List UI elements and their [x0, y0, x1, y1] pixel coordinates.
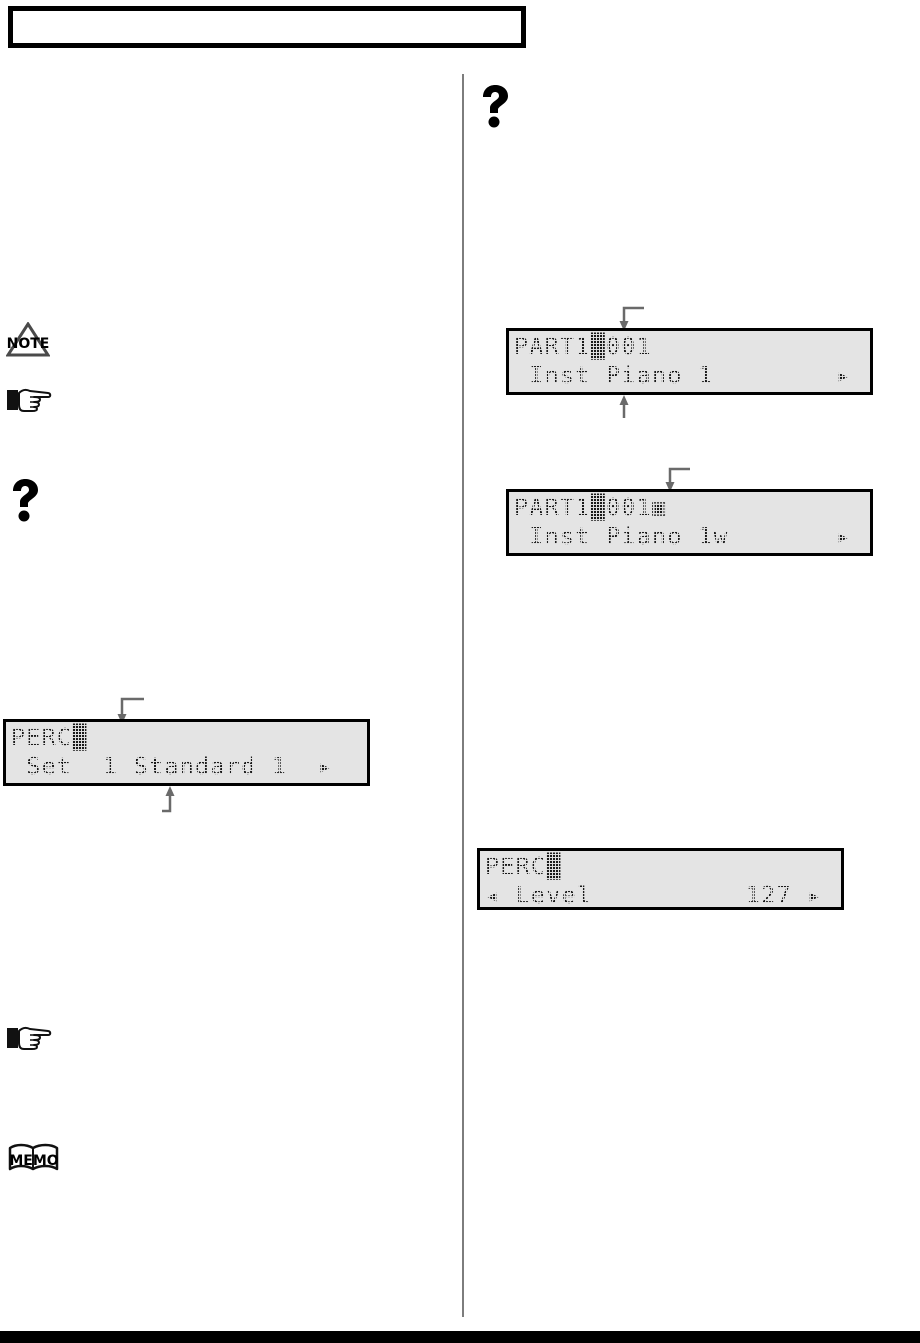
lcd-line-1: PART1█001▣ [514, 495, 668, 521]
pointing-hand-icon [6, 1023, 52, 1053]
lcd-display-part1-inst-w: PART1█001▣ Inst Piano 1w ▸ [506, 489, 873, 556]
footer-bar [0, 1331, 920, 1343]
note-triangle-icon: NOTE [6, 322, 50, 358]
svg-text:MEMO: MEMO [9, 1153, 58, 1169]
lcd-display-perc-level: PERC█ ◂ Level 127 ▸ [477, 848, 844, 910]
column-divider [462, 74, 464, 1317]
callout-up-arrow [608, 394, 642, 420]
lcd-display-part1-inst: PART1█001 Inst Piano 1 ▸ [506, 328, 873, 395]
memo-book-icon: MEMO [8, 1142, 60, 1174]
pointing-hand-icon [6, 385, 52, 415]
lcd-line-2: ◂ Level 127 ▸ [485, 883, 823, 909]
lcd-line-2: Set 1 Standard 1 ▸ [11, 754, 334, 780]
lcd-line-1: PERC█ [11, 725, 88, 751]
lcd-line-1: PART1█001 [514, 334, 653, 360]
lcd-line-2: Inst Piano 1w ▸ [514, 524, 852, 550]
question-mark-icon [478, 84, 512, 128]
callout-down-arrow [662, 467, 696, 493]
lcd-line-1: PERC█ [485, 854, 562, 880]
callout-up-arrow [162, 785, 196, 813]
callout-down-arrow [616, 306, 650, 332]
svg-text:NOTE: NOTE [7, 336, 50, 352]
page-title-box [8, 6, 526, 48]
lcd-display-perc-set: PERC█ Set 1 Standard 1 ▸ [3, 719, 370, 786]
lcd-line-2: Inst Piano 1 ▸ [514, 363, 852, 389]
question-mark-icon [8, 478, 42, 522]
